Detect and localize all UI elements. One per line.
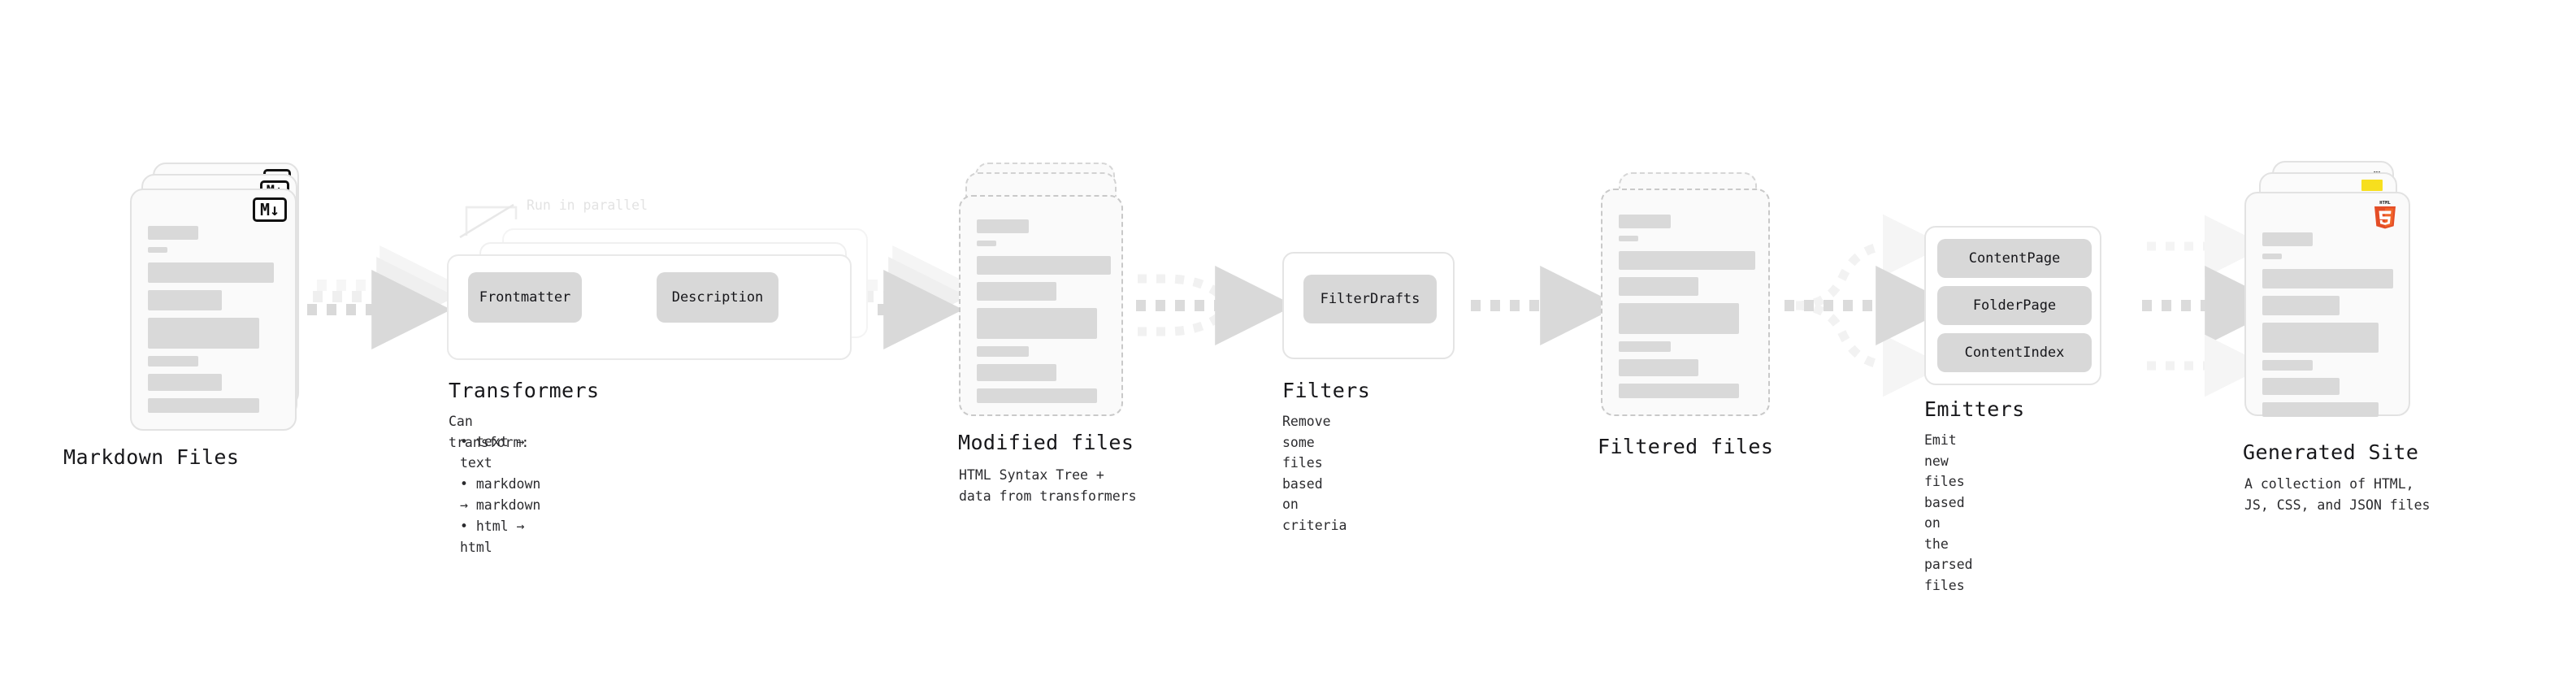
generated-card-stack: CSS HTML — [2244, 161, 2431, 429]
transformer-bullet-label-2: html → html — [460, 518, 525, 556]
filtered-card-placeholder-lines — [1619, 215, 1755, 406]
stage-title-filtered-files: Filtered files — [1598, 435, 1774, 458]
html5-icon: HTML — [2371, 198, 2399, 229]
emitter-chip-contentpage[interactable]: ContentPage — [1937, 239, 2092, 278]
js-badge — [2361, 180, 2383, 191]
filter-chip-filterdrafts[interactable]: FilterDrafts — [1303, 275, 1437, 323]
transformer-bullet-label-0: text → text — [460, 434, 525, 471]
filtered-card-front — [1601, 189, 1770, 416]
stage-subtitle-transformers: Can transform: — [449, 414, 530, 450]
generated-card-html: HTML — [2244, 192, 2410, 417]
filtered-card-stack — [1601, 163, 1780, 431]
arrow-markdown-to-transformers — [307, 245, 460, 349]
modified-card-stack — [959, 163, 1138, 431]
emitter-chip-contentindex[interactable]: ContentIndex — [1937, 333, 2092, 372]
run-in-parallel-label: Run in parallel — [527, 197, 648, 213]
svg-text:HTML: HTML — [2379, 201, 2391, 206]
transformer-bullet-1: • markdown → markdown — [460, 476, 541, 514]
transformer-bullet-list: • text → text • markdown → markdown • ht… — [460, 432, 540, 558]
stage-title-modified-files: Modified files — [958, 431, 1134, 454]
filters-box: FilterDrafts — [1282, 252, 1455, 359]
markdown-card-front: M↓ — [130, 189, 297, 431]
arrow-filtered-to-emitters — [1785, 214, 1956, 397]
modified-card-placeholder-lines — [977, 219, 1111, 410]
transformer-chip-description[interactable]: Description — [657, 272, 778, 323]
arrow-modified-to-filters — [1136, 266, 1295, 345]
stage-subtitle-emitters: Emit new files based on the parsed files — [1924, 432, 1973, 593]
markdown-card-stack: M↓ M↓ M↓ — [130, 163, 317, 431]
stage-modified-files: Modified files HTML Syntax Tree + data f… — [958, 163, 1138, 504]
generated-card-placeholder-lines — [2262, 232, 2393, 424]
stage-title-emitters: Emitters — [1924, 397, 2025, 421]
modified-card-front — [959, 195, 1123, 416]
stage-generated-site: CSS HTML — [2243, 161, 2431, 513]
arrow-emitters-to-site — [2142, 215, 2285, 397]
stage-title-transformers: Transformers — [449, 379, 600, 402]
transformer-chip-frontmatter[interactable]: Frontmatter — [468, 272, 582, 323]
markdown-badge-front: M↓ — [253, 197, 287, 222]
stage-title-markdown-files: Markdown Files — [63, 445, 240, 469]
transformer-bullet-2: • html → html — [460, 518, 525, 556]
transformer-bullet-label-1: markdown → markdown — [460, 476, 541, 514]
markdown-card-placeholder-lines — [148, 226, 279, 420]
stage-title-generated-site: Generated Site — [2243, 440, 2419, 464]
stage-subtitle-filters: Remove some files based on criteria — [1282, 414, 1347, 533]
stage-filtered-files: Filtered files — [1598, 163, 1780, 458]
emitter-chip-folderpage[interactable]: FolderPage — [1937, 286, 2092, 325]
stage-subtitle-modified-files: HTML Syntax Tree + data from transformer… — [959, 467, 1137, 504]
stage-subtitle-generated-site: A collection of HTML, JS, CSS, and JSON … — [2244, 476, 2431, 513]
emitters-box: ContentPage FolderPage ContentIndex — [1924, 226, 2101, 385]
stage-title-filters: Filters — [1282, 379, 1371, 402]
transformer-bullet-0: • text → text — [460, 434, 525, 471]
stage-markdown-files: M↓ M↓ M↓ Markdown Files — [63, 163, 317, 469]
transformer-box-front: Frontmatter Description — [447, 254, 852, 360]
